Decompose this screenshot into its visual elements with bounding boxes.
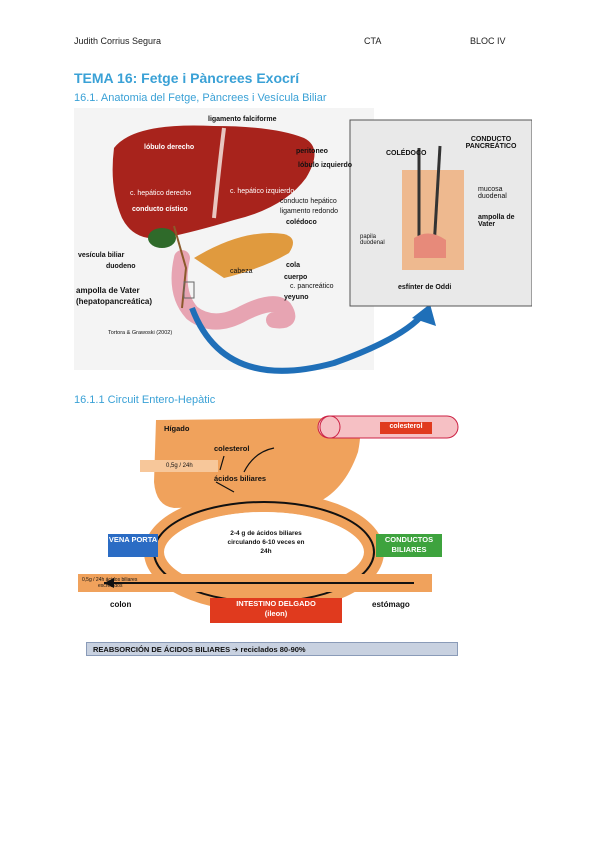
label-conductos-biliares: CONDUCTOS BILIARES <box>376 534 442 557</box>
label-hep-izquierdo: c. hepático izquierdo <box>230 188 295 195</box>
zoom-label-papila: papila duodenal <box>360 234 385 246</box>
label-center-2: circulando 6-10 veces en <box>227 539 305 546</box>
label-intestino-line1: INTESTINO DELGADO <box>236 599 316 608</box>
label-lobulo-izquierdo: lóbulo izquierdo <box>298 162 353 169</box>
reabsorcion-banner: REABSORCIÓN DE ÁCIDOS BILIARES ➔ recicla… <box>86 642 458 656</box>
header-author: Judith Corrius Segura <box>74 36 162 46</box>
label-ampolla-hepatopancreatica: (hepatopancreática) <box>76 297 153 306</box>
zoom-label-coledoco: COLÉDOCO <box>386 150 427 157</box>
label-rate-top: 0,5g / 24h <box>140 460 218 472</box>
label-center-1: 2-4 g de ácidos biliares <box>230 530 302 537</box>
gallbladder-shape <box>148 228 176 248</box>
label-acidos-biliares: ácidos biliares <box>214 474 267 483</box>
label-higado: Hígado <box>164 424 190 433</box>
label-hep-derecho: c. hepático derecho <box>130 190 192 197</box>
liver-shape <box>112 125 315 239</box>
label-cola: cola <box>286 262 301 269</box>
zoom-label-conducto-pancreatico: CONDUCTO PANCREÁTICO <box>465 136 517 150</box>
pancreas-shape <box>194 233 293 278</box>
circuit-diagram: Hígado colesterol colesterol ácidos bili… <box>74 412 464 662</box>
label-conducto-cistico: conducto cístico <box>132 206 188 213</box>
label-estomago: estómago <box>372 600 410 609</box>
zoom-arrow <box>189 306 427 374</box>
label-colesterol: colesterol <box>214 444 250 453</box>
label-intestino-delgado: INTESTINO DELGADO (ileon) <box>210 598 342 623</box>
label-colesterol-tube: colesterol <box>380 422 432 434</box>
liver-block <box>154 418 361 508</box>
section-heading-circuit: 16.1.1 Circuit Entero-Hepàtic <box>74 394 216 406</box>
page-title: TEMA 16: Fetge i Pàncrees Exocrí <box>74 70 300 86</box>
label-cuerpo: cuerpo <box>284 274 308 281</box>
figure-credit: Tortora & Grawoski (2002) <box>108 330 173 336</box>
label-vesicula: vesícula biliar <box>78 252 125 259</box>
label-center-3: 24h <box>260 548 272 555</box>
header-block: BLOC IV <box>470 36 506 46</box>
section-heading-anatomy: 16.1. Anatomia del Fetge, Pàncrees i Ves… <box>74 92 327 104</box>
label-c-pancreatico: c. pancreático <box>290 283 334 290</box>
label-vena-porta: VENA PORTA <box>108 534 158 557</box>
zoom-label-esfinter: esfínter de Oddi <box>398 284 452 291</box>
anatomy-figure: ligamento falciforme lóbulo derecho peri… <box>74 108 532 376</box>
header-subject: CTA <box>364 36 382 46</box>
label-cabeza: cabeza <box>230 268 253 275</box>
zoom-label-mucosa: mucosa duodenal <box>478 186 507 200</box>
label-peritoneo: peritoneo <box>296 148 328 155</box>
label-colon: colon <box>110 600 132 609</box>
anatomy-illustration <box>74 108 532 374</box>
label-duodeno: duodeno <box>106 263 136 270</box>
label-excretados-2: excretados <box>98 583 123 589</box>
label-ligamento-redondo: ligamento redondo <box>280 208 338 215</box>
circuit-illustration <box>78 415 459 612</box>
label-lobulo-derecho: lóbulo derecho <box>144 144 195 151</box>
label-yeyuno: yeyuno <box>284 294 309 301</box>
label-coledoco: colédoco <box>286 219 317 226</box>
label-ampolla: ampolla de Vater <box>76 286 140 295</box>
label-conducto-hepatico: conducto hepático <box>280 198 337 205</box>
label-ligamento: ligamento falciforme <box>208 116 277 123</box>
zoom-label-ampolla: ampolla de Vater <box>478 214 515 228</box>
label-excretados-1: 0,5g / 24h ácidos biliares <box>82 577 138 583</box>
label-intestino-line2: (ileon) <box>264 609 288 618</box>
